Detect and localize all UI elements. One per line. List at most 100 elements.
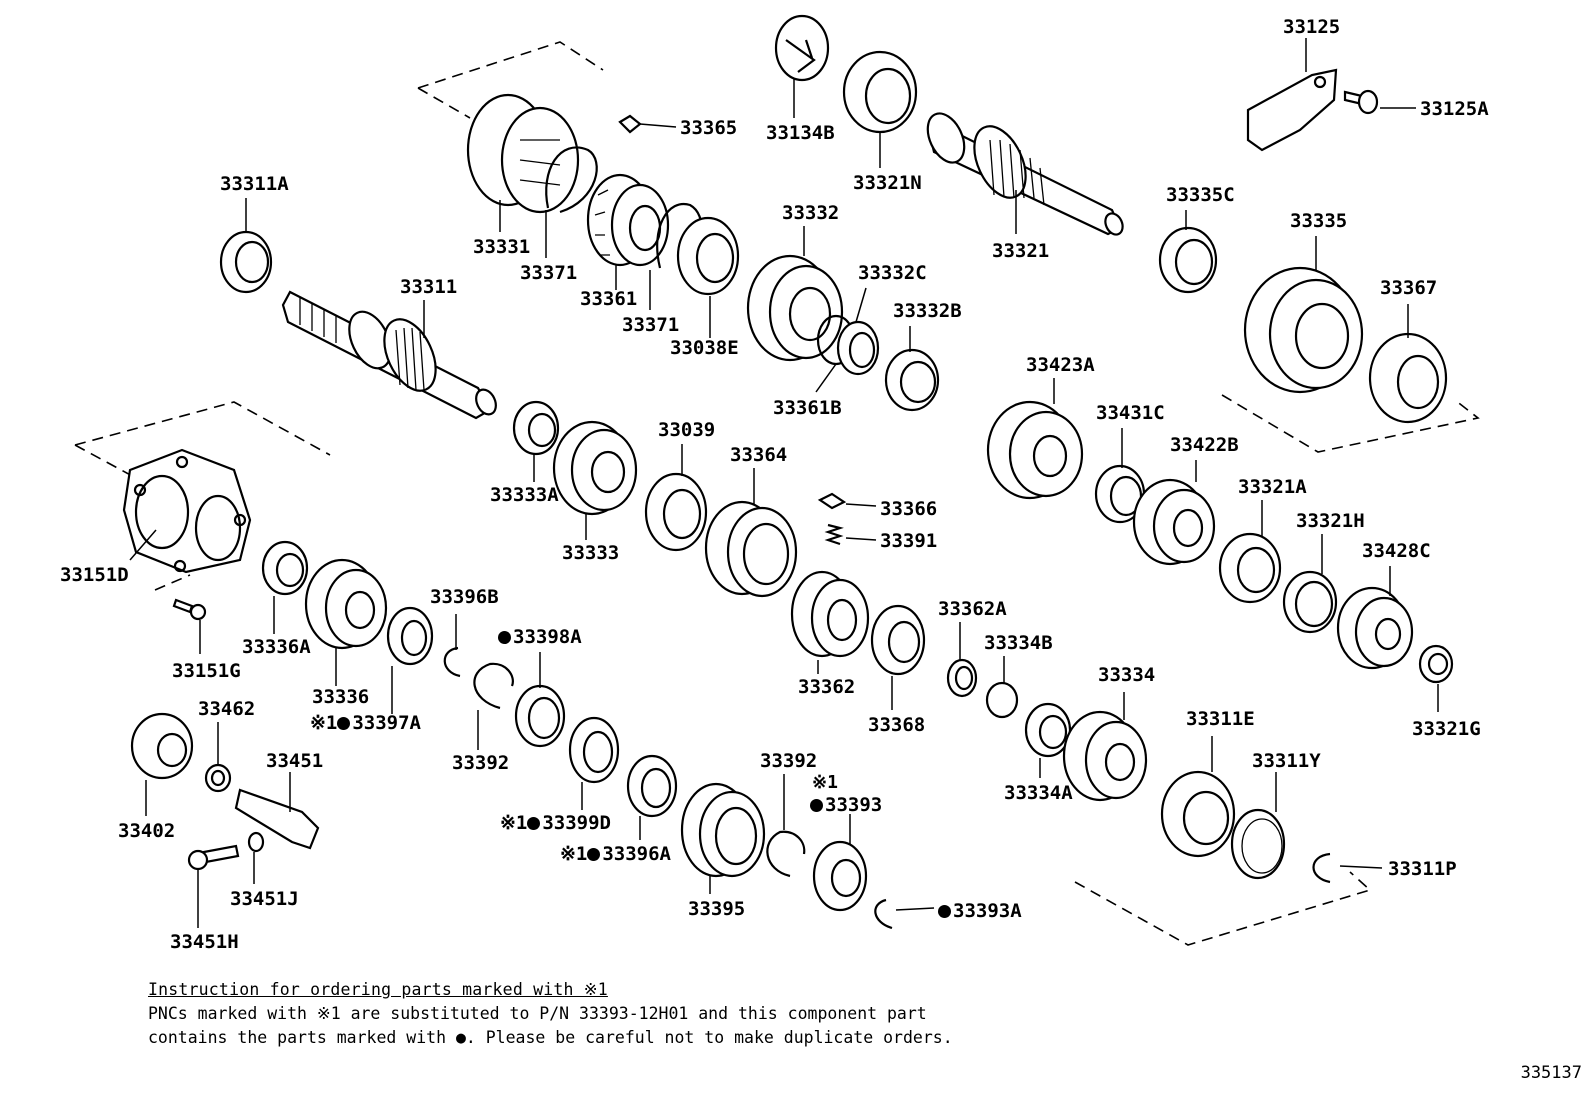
bolt-33151G-drawing	[172, 598, 207, 621]
part-label-33366[interactable]: 33366	[880, 498, 938, 520]
part-label-33321n[interactable]: 33321N	[853, 172, 922, 194]
spring-33391-drawing	[824, 523, 844, 546]
diagram-reference-code: 335137	[1520, 1063, 1582, 1083]
part-label-33391[interactable]: 33391	[880, 530, 938, 552]
sleeve-33395-drawing	[680, 782, 766, 878]
part-label-33371-upper[interactable]: 33371	[520, 262, 578, 284]
group-outline-bottom	[1074, 871, 1372, 946]
part-label-33332c[interactable]: 33332C	[858, 262, 927, 284]
part-label-33392-left[interactable]: 33392	[452, 752, 510, 774]
part-label-33039[interactable]: 33039	[658, 419, 716, 441]
part-label-33321h[interactable]: 33321H	[1296, 510, 1365, 532]
snap-ring-33371-drawing	[545, 146, 598, 214]
ring-33392-drawing	[473, 662, 514, 710]
gear-33423A-drawing	[986, 400, 1084, 500]
part-label-33335[interactable]: 33335	[1290, 210, 1348, 232]
part-label-33332[interactable]: 33332	[782, 202, 840, 224]
part-label-33364[interactable]: 33364	[730, 444, 788, 466]
part-label-33151g[interactable]: 33151G	[172, 660, 241, 682]
part-label-33422b[interactable]: 33422B	[1170, 434, 1239, 456]
part-label-33334[interactable]: 33334	[1098, 664, 1156, 686]
part-label-33362[interactable]: 33362	[798, 676, 856, 698]
gear-33428C-drawing	[1336, 586, 1414, 670]
dot-mark	[810, 799, 823, 812]
part-label-33311[interactable]: 33311	[400, 276, 458, 298]
group-outline-top	[417, 41, 604, 119]
bearing-33336A-drawing	[261, 540, 309, 596]
part-label-33134b[interactable]: 33134B	[766, 122, 835, 144]
washer-33451J-drawing	[247, 831, 265, 853]
ring-33392b-drawing	[766, 830, 806, 878]
part-label-33332b[interactable]: 33332B	[893, 300, 962, 322]
part-label-33151d[interactable]: 33151D	[60, 564, 129, 586]
group-outline-case-bottom	[154, 574, 191, 591]
part-label-33431c[interactable]: 33431C	[1096, 402, 1165, 424]
part-label-33334a[interactable]: 33334A	[1004, 782, 1073, 804]
part-label-33311a[interactable]: 33311A	[220, 173, 289, 195]
part-label-33125a[interactable]: 33125A	[1420, 98, 1489, 120]
part-label-33368[interactable]: 33368	[868, 714, 926, 736]
washer-33462-drawing	[204, 763, 232, 793]
part-label-33125[interactable]: 33125	[1283, 16, 1341, 38]
part-label-33462[interactable]: 33462	[198, 698, 256, 720]
part-label-33335c[interactable]: 33335C	[1166, 184, 1235, 206]
part-label-33361[interactable]: 33361	[580, 288, 638, 310]
bolt-33451H-drawing	[187, 844, 240, 871]
part-label-33336a[interactable]: 33336A	[242, 636, 311, 658]
part-label-33393a[interactable]: 33393A	[938, 900, 1022, 922]
plate-33125-drawing	[1246, 68, 1338, 152]
part-label-33336[interactable]: 33336	[312, 686, 370, 708]
part-label-33367[interactable]: 33367	[1380, 277, 1438, 299]
part-label-33311y[interactable]: 33311Y	[1252, 750, 1321, 772]
synchro-33397A-drawing	[386, 606, 434, 666]
part-label-33398a[interactable]: 33398A	[498, 626, 582, 648]
part-label-33371-lower[interactable]: 33371	[622, 314, 680, 336]
part-label-33333[interactable]: 33333	[562, 542, 620, 564]
hub-33362-drawing	[790, 570, 870, 658]
bolt-33125A-drawing	[1343, 89, 1379, 115]
part-label-33451j[interactable]: 33451J	[230, 888, 299, 910]
dot-mark	[498, 631, 511, 644]
part-label-33321[interactable]: 33321	[992, 240, 1050, 262]
synchro-33367-drawing	[1368, 332, 1448, 424]
part-label-33311p[interactable]: 33311P	[1388, 858, 1457, 880]
part-label-33428c[interactable]: 33428C	[1362, 540, 1431, 562]
bearing-33321A-drawing	[1218, 532, 1282, 604]
ring-33038E-drawing	[676, 216, 740, 296]
part-label-33311e[interactable]: 33311E	[1186, 708, 1255, 730]
part-label-33451h[interactable]: 33451H	[170, 931, 239, 953]
ring-33332C-drawing	[836, 320, 880, 376]
part-label-33321a[interactable]: 33321A	[1238, 476, 1307, 498]
synchro-33039-drawing	[644, 472, 708, 552]
part-label-33451[interactable]: 33451	[266, 750, 324, 772]
snap-ring-33393A-drawing	[874, 898, 893, 930]
part-label-33362a[interactable]: 33362A	[938, 598, 1007, 620]
part-label-33393[interactable]: 33393	[810, 794, 882, 816]
part-label-33333a[interactable]: 33333A	[490, 484, 559, 506]
part-label-33365[interactable]: 33365	[680, 117, 738, 139]
cover-33134B-drawing	[774, 14, 830, 82]
notes-line-1: PNCs marked with ※1 are substituted to P…	[148, 1004, 927, 1023]
ring-33321H-drawing	[1282, 570, 1338, 634]
part-label-33423a[interactable]: 33423A	[1026, 354, 1095, 376]
part-label-33038e[interactable]: 33038E	[670, 337, 739, 359]
part-label-33331[interactable]: 33331	[473, 236, 531, 258]
part-label-33334b[interactable]: 33334B	[984, 632, 1053, 654]
bearing-33311A-drawing	[219, 230, 273, 294]
group-outline-right	[1221, 394, 1480, 453]
part-number: 33399D	[542, 812, 611, 834]
dot-mark	[527, 817, 541, 830]
part-label-33361b[interactable]: 33361B	[773, 397, 842, 419]
part-label-33402[interactable]: 33402	[118, 820, 176, 842]
part-label-33395[interactable]: 33395	[688, 898, 746, 920]
part-label-33392-right[interactable]: 33392	[760, 750, 818, 772]
ring-33362A-drawing	[946, 658, 978, 698]
part-label-33321g[interactable]: 33321G	[1412, 718, 1481, 740]
notes-heading: Instruction for ordering parts marked wi…	[148, 980, 608, 999]
gear-33334-drawing	[1062, 710, 1148, 802]
part-label-33396b[interactable]: 33396B	[430, 586, 499, 608]
